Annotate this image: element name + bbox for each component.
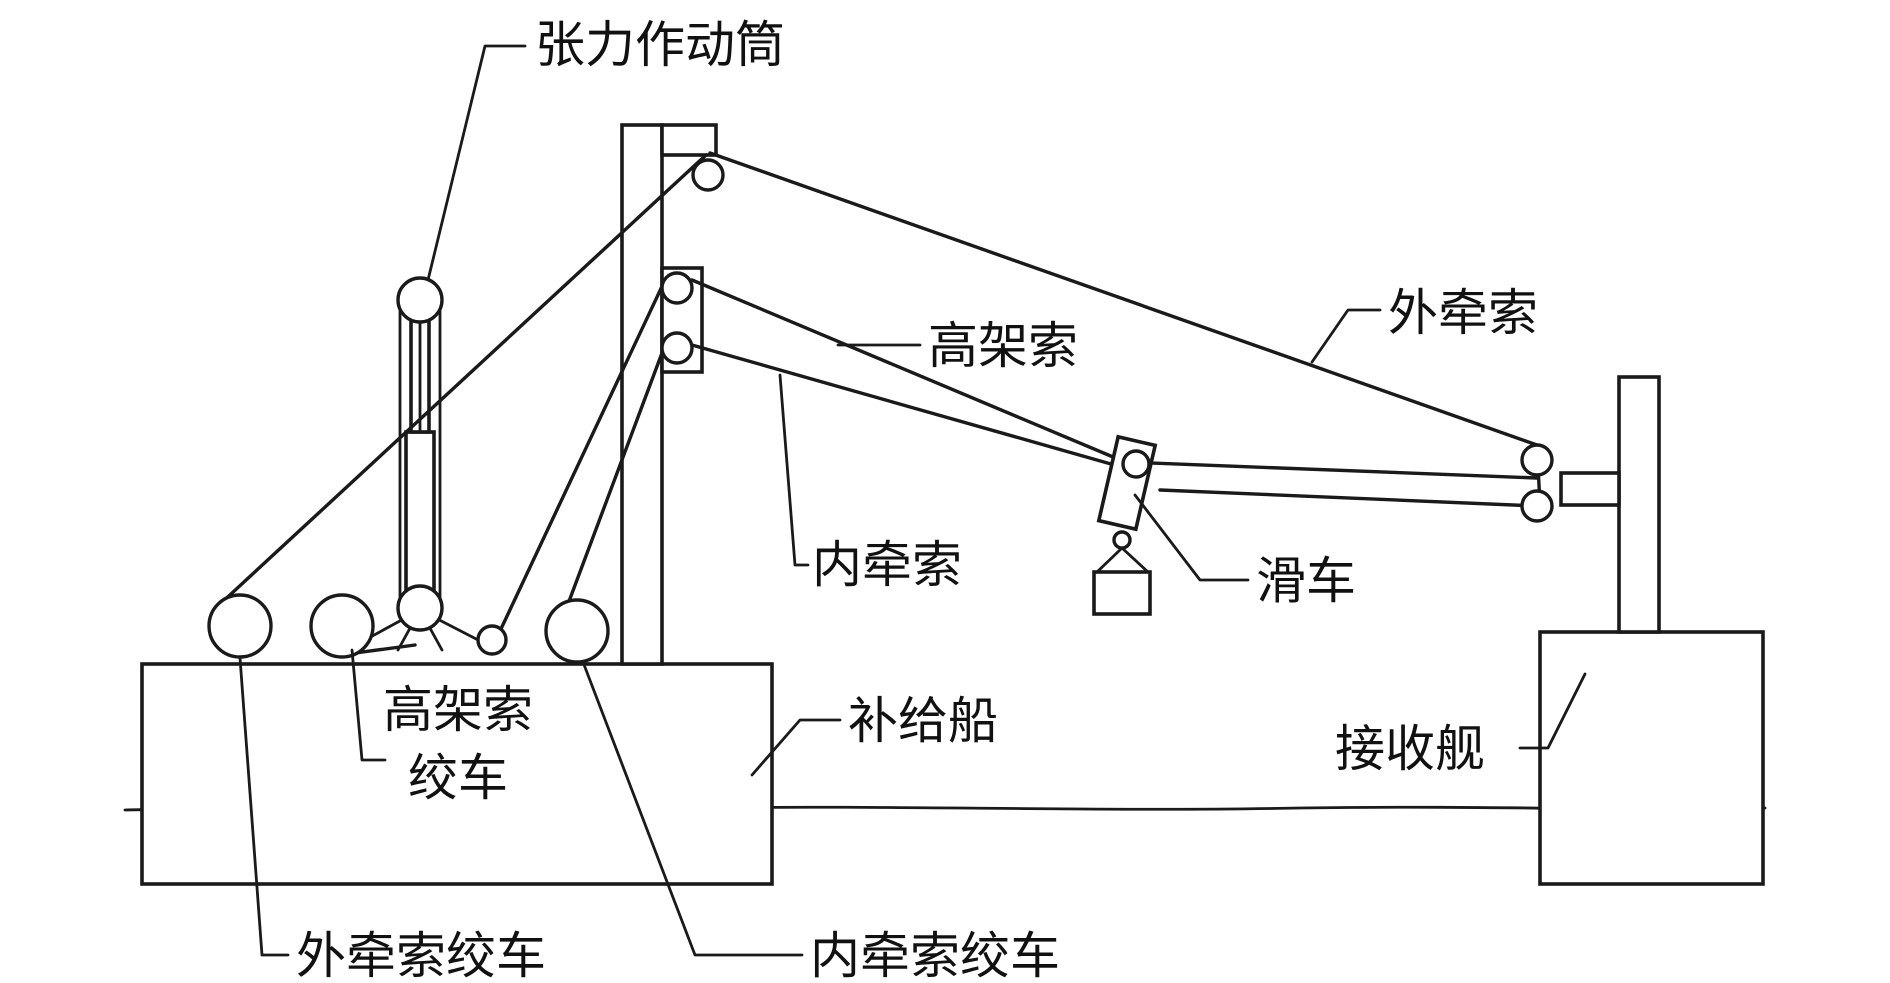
label-receiving-ship: 接收舰 [1335, 720, 1485, 778]
leader-highline-winch [350, 648, 387, 762]
kingpost-top-sheave [691, 158, 725, 192]
tension-cylinder-body [404, 430, 436, 609]
trolley-sheave [1121, 449, 1151, 479]
tension-cylinder-lower-sheave [396, 584, 444, 632]
receiving-ship-mast [1617, 375, 1661, 634]
leader-trolley [1133, 493, 1250, 582]
label-highline-winch-line1: 高架索 [383, 681, 533, 739]
kingpost-highline-sheave [660, 271, 694, 305]
leader-outer-line-winch [238, 656, 290, 957]
kingpost-top-bracket [660, 123, 718, 157]
receiving-ship-hull [1538, 630, 1765, 886]
tension-cylinder-upper-sheave [396, 276, 444, 324]
kingpost-inner-line-sheave [660, 331, 694, 365]
label-outer-line-winch: 外牵索绞车 [296, 927, 546, 983]
leader-tension-cylinder [426, 44, 527, 282]
leader-outer-line [1310, 308, 1382, 364]
label-inner-line: 内牵索 [812, 536, 962, 594]
deck-fairlead-sheave [476, 624, 508, 656]
label-trolley: 滑车 [1256, 552, 1356, 610]
tension-cylinder-wrap [398, 301, 442, 607]
leader-receiving-ship [1518, 672, 1587, 750]
label-highline-winch-line2: 绞车 [408, 749, 508, 807]
receiving-ship-lower-sheave [1520, 489, 1554, 523]
inner-line-winch-drum [544, 598, 610, 664]
leader-inner-line [778, 373, 810, 567]
receiving-ship-fitting [1559, 471, 1621, 507]
inner-line-rope [560, 343, 1539, 622]
trolley-hook-ring [1112, 530, 1132, 550]
supply-ship-hull [140, 662, 774, 886]
leader-supply-ship [750, 718, 842, 777]
leader-inner-line-winch [581, 660, 804, 957]
highline-winch-drum [309, 593, 375, 659]
label-outer-line: 外牵索 [1388, 284, 1538, 342]
outer-line-winch-drum [207, 593, 273, 659]
label-inner-line-winch: 内牵索绞车 [810, 927, 1060, 983]
supply-ship-kingpost [620, 123, 664, 666]
load-sling [1095, 546, 1150, 574]
trolley-body [1096, 434, 1158, 532]
load-box [1092, 570, 1152, 616]
label-supply-ship: 补给船 [848, 692, 998, 750]
receiving-ship-upper-sheave [1520, 443, 1554, 477]
label-tension-cylinder: 张力作动筒 [535, 16, 785, 74]
label-highline: 高架索 [928, 317, 1078, 375]
